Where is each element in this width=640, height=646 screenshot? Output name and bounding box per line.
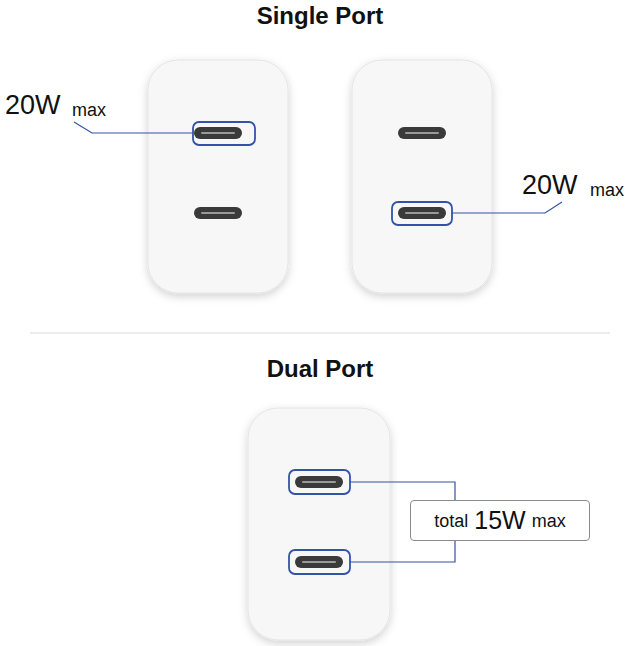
leader-line [452, 202, 562, 213]
power-unit: max [72, 101, 106, 119]
leader-line [74, 122, 193, 133]
leader-line [350, 541, 455, 562]
port-highlight [289, 470, 350, 494]
port-highlight [193, 122, 255, 145]
port-highlight [392, 202, 452, 225]
power-value: 20W [5, 92, 61, 119]
leader-line [350, 482, 455, 500]
power-value: 15W [474, 508, 525, 533]
section-title: Dual Port [267, 357, 374, 381]
charger-body [148, 60, 288, 293]
power-unit: max [590, 181, 624, 199]
charger-body [248, 408, 390, 640]
power-text: total [434, 512, 468, 530]
total-power-box: total 15W max [410, 500, 590, 541]
charger-body [352, 60, 492, 293]
power-value: 20W [522, 172, 578, 199]
separator [30, 332, 610, 334]
section-title: Single Port [257, 4, 384, 28]
power-text: max [532, 512, 566, 530]
port-highlight [289, 550, 350, 574]
